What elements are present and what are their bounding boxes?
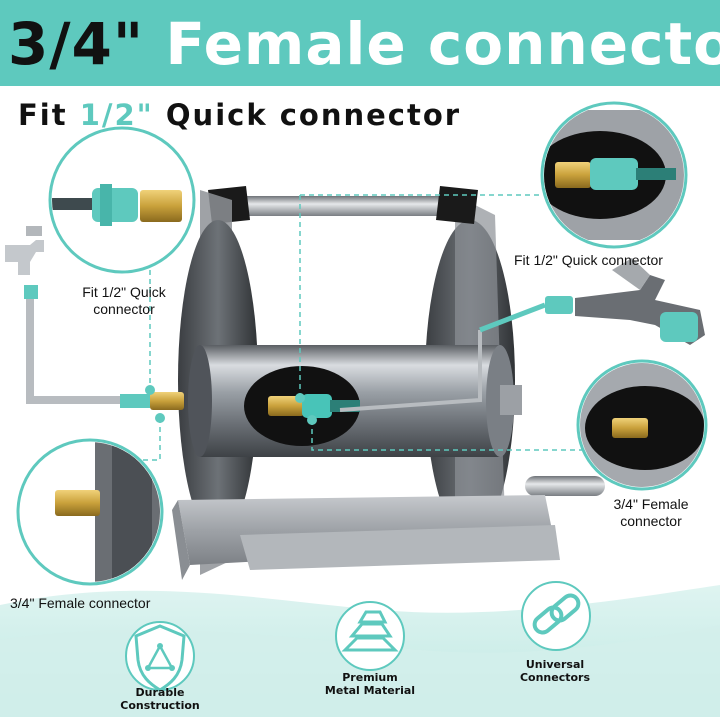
- callout-female-connector-right: [576, 359, 708, 491]
- callout-quick-connector-right: [540, 101, 688, 249]
- reel-top-bar: [230, 196, 455, 216]
- faucet: [5, 240, 44, 275]
- feature-premium: Premium Metal Material: [324, 671, 416, 697]
- hose-connector-left: [120, 394, 150, 408]
- right-knob: [436, 186, 478, 224]
- inlet-hose: [26, 290, 120, 404]
- callout-quick-connector-left: [48, 126, 196, 274]
- callout-female-connector-left: [16, 438, 164, 586]
- callout-label-left-top: Fit 1/2" Quick connector: [82, 284, 166, 317]
- feature-universal: Universal Connectors: [519, 658, 591, 684]
- subtitle-size: 1/2": [79, 98, 154, 132]
- banner-title-text: Female connector: [165, 10, 720, 78]
- nozzle-quick-connector: [545, 296, 573, 314]
- crank-handle: [525, 476, 605, 496]
- subtitle-fit: Fit: [18, 98, 68, 132]
- title-banner: [0, 0, 720, 86]
- callout-label-right-top: Fit 1/2" Quick connector: [514, 252, 663, 268]
- callout-label-right-mid: 3/4" Female connector: [613, 496, 689, 529]
- banner-title: 3/4" Female connector: [8, 8, 720, 80]
- outlet-hose: [479, 302, 546, 333]
- subtitle: Fit 1/2" Quick connector: [18, 98, 461, 132]
- metal-bars-icon: [335, 601, 405, 671]
- drum-brass-connector: [268, 396, 304, 416]
- shield-icon: [125, 621, 195, 692]
- hose-connector-top: [24, 285, 38, 299]
- banner-title-size: 3/4": [8, 10, 145, 78]
- chain-link-icon: [521, 581, 591, 651]
- subtitle-connector: Quick connector: [165, 98, 462, 132]
- inlet-brass-connector: [150, 392, 184, 410]
- drum-quick-connector: [302, 394, 332, 418]
- callout-label-left-bottom: 3/4" Female connector: [10, 595, 151, 611]
- feature-durable: Durable Construction: [120, 686, 200, 712]
